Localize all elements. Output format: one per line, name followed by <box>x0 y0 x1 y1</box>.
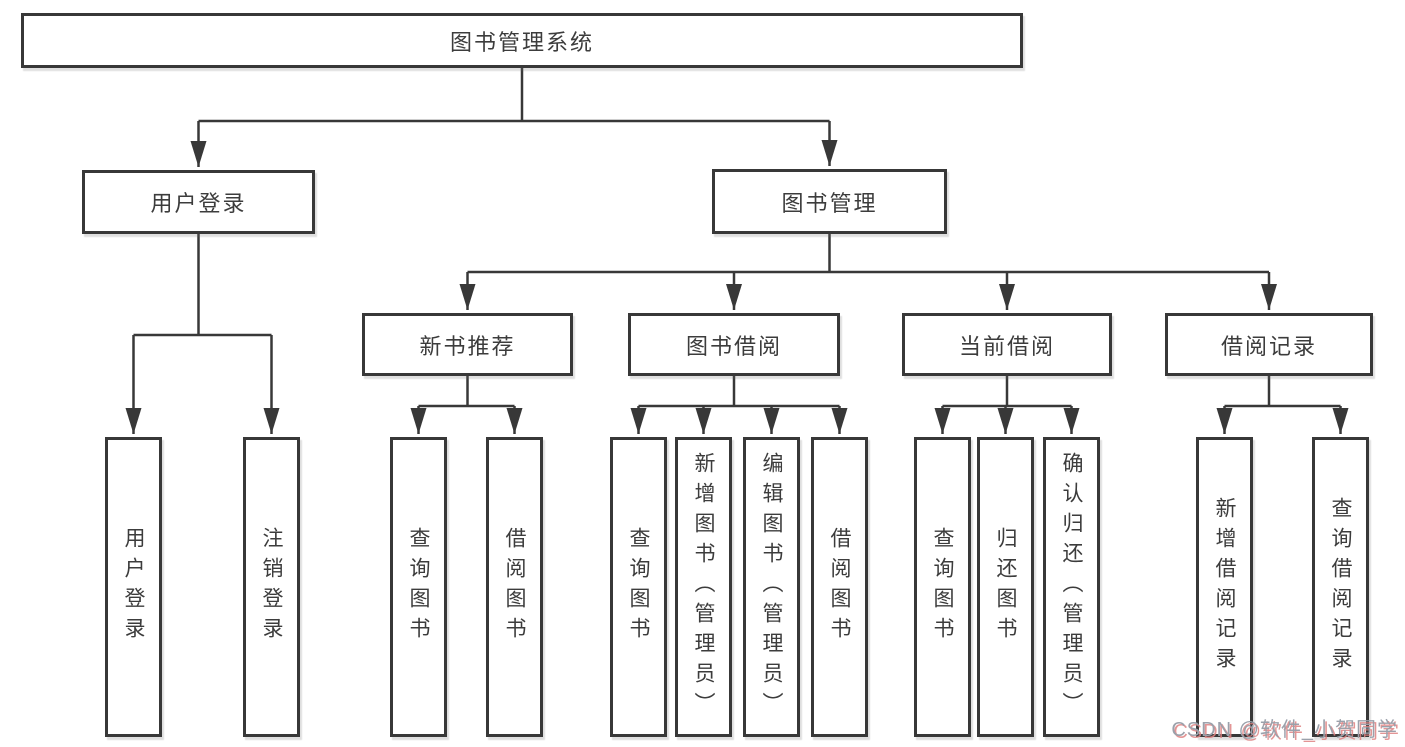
node-label: 确认归还（管理员） <box>1060 452 1083 722</box>
node-label: 查询图书 <box>931 527 954 647</box>
node-label: 查询图书 <box>407 527 430 647</box>
leaf-borrow-book-2: 借阅图书 <box>811 437 868 737</box>
node-new-book-recommend: 新书推荐 <box>362 313 573 376</box>
csdn-watermark: CSDN @软件_小贺同学 <box>1171 719 1398 741</box>
node-label: 用户登录 <box>122 527 145 647</box>
node-book-borrow: 图书借阅 <box>628 313 840 376</box>
leaf-query-book-2: 查询图书 <box>610 437 667 737</box>
node-label: 当前借阅 <box>958 333 1055 359</box>
node-label: 图书借阅 <box>685 333 782 359</box>
node-label: 编辑图书（管理员） <box>760 452 783 722</box>
node-label: 图书管理系统 <box>449 29 594 55</box>
node-borrow-record: 借阅记录 <box>1165 313 1373 376</box>
node-label: 查询借阅记录 <box>1329 497 1352 677</box>
leaf-borrow-book-1: 借阅图书 <box>486 437 543 737</box>
node-label: 借阅图书 <box>503 527 526 647</box>
leaf-return-book: 归还图书 <box>977 437 1034 737</box>
node-label: 注销登录 <box>260 527 283 647</box>
node-label: 图书管理 <box>781 190 878 216</box>
node-label: 新增图书（管理员） <box>692 452 715 722</box>
node-label: 查询图书 <box>627 527 650 647</box>
node-user-login: 用户登录 <box>82 170 315 234</box>
leaf-query-borrow-record: 查询借阅记录 <box>1312 437 1369 737</box>
leaf-add-borrow-record: 新增借阅记录 <box>1196 437 1253 737</box>
leaf-add-book-admin: 新增图书（管理员） <box>675 437 732 737</box>
leaf-query-book-1: 查询图书 <box>390 437 447 737</box>
leaf-query-book-3: 查询图书 <box>914 437 971 737</box>
node-root-system: 图书管理系统 <box>21 13 1023 68</box>
node-label: 归还图书 <box>994 527 1017 647</box>
node-current-borrow: 当前借阅 <box>902 313 1112 376</box>
node-label: 新增借阅记录 <box>1213 497 1236 677</box>
node-label: 借阅图书 <box>828 527 851 647</box>
node-label: 新书推荐 <box>419 333 516 359</box>
leaf-logout: 注销登录 <box>243 437 300 737</box>
node-book-management: 图书管理 <box>712 169 947 234</box>
node-label: 用户登录 <box>150 191 247 216</box>
leaf-user-login: 用户登录 <box>105 437 162 737</box>
leaf-edit-book-admin: 编辑图书（管理员） <box>743 437 800 737</box>
leaf-confirm-return-admin: 确认归还（管理员） <box>1043 437 1100 737</box>
node-label: 借阅记录 <box>1220 333 1317 359</box>
